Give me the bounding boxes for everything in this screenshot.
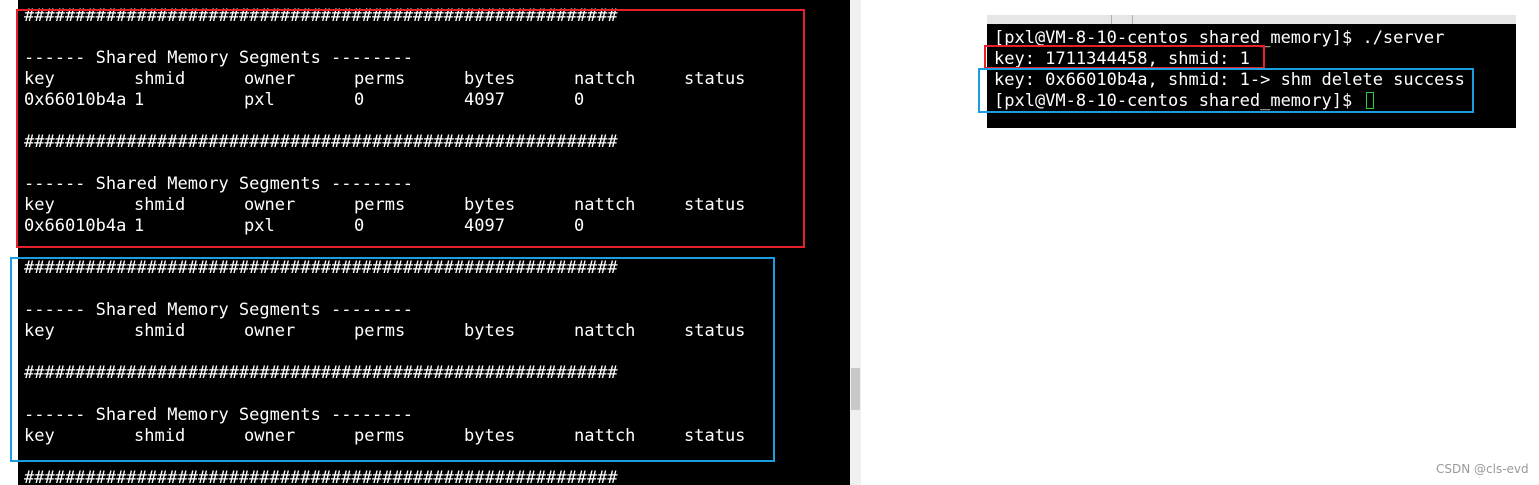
col-nattch: nattch — [574, 195, 636, 215]
segments-header: ------ Shared Memory Segments -------- — [24, 300, 413, 320]
cell-shmid: 1 — [134, 90, 145, 110]
col-perms: perms — [354, 426, 406, 446]
col-bytes: bytes — [464, 69, 516, 89]
col-perms: perms — [354, 195, 406, 215]
watermark-text: CSDN @cls-evd — [1436, 462, 1529, 476]
col-bytes: bytes — [464, 426, 516, 446]
cell-bytes: 4097 — [464, 90, 505, 110]
cell-shmid: 1 — [134, 216, 145, 236]
col-bytes: bytes — [464, 195, 516, 215]
vertical-scrollbar[interactable] — [850, 0, 861, 485]
col-owner: owner — [244, 69, 296, 89]
col-key: key — [24, 321, 55, 341]
cell-owner: pxl — [244, 90, 275, 110]
col-shmid: shmid — [134, 426, 186, 446]
separator-line: ########################################… — [24, 363, 618, 383]
highlight-box-blue — [978, 68, 1474, 113]
col-key: key — [24, 69, 55, 89]
col-shmid: shmid — [134, 321, 186, 341]
column-header-row: key shmid owner perms bytes nattch statu… — [24, 321, 745, 342]
col-status: status — [684, 321, 746, 341]
cell-nattch: 0 — [574, 90, 585, 110]
col-owner: owner — [244, 426, 296, 446]
left-terminal-output: ########################################… — [18, 0, 850, 485]
col-status: status — [684, 69, 746, 89]
prompt-line: [pxl@VM-8-10-centos shared_memory]$ ./se… — [994, 28, 1445, 48]
terminal-tab[interactable] — [1112, 15, 1133, 24]
cell-key: 0x66010b4a — [24, 216, 127, 236]
output-line: key: 1711344458, shmid: 1 — [994, 49, 1250, 69]
column-header-row: key shmid owner perms bytes nattch statu… — [24, 195, 745, 216]
col-nattch: nattch — [574, 69, 636, 89]
column-header-row: key shmid owner perms bytes nattch statu… — [24, 69, 745, 90]
separator-line: ########################################… — [24, 6, 618, 26]
highlight-box-red — [984, 45, 1265, 69]
col-owner: owner — [244, 321, 296, 341]
segments-header: ------ Shared Memory Segments -------- — [24, 48, 413, 68]
col-owner: owner — [244, 195, 296, 215]
segments-header: ------ Shared Memory Segments -------- — [24, 174, 413, 194]
col-perms: perms — [354, 69, 406, 89]
cell-perms: 0 — [354, 216, 365, 236]
col-shmid: shmid — [134, 195, 186, 215]
text-cursor — [1366, 92, 1375, 109]
segment-row: 0x66010b4a 1 pxl 0 4097 0 — [24, 216, 584, 237]
col-status: status — [684, 195, 746, 215]
cell-perms: 0 — [354, 90, 365, 110]
separator-line: ########################################… — [24, 258, 618, 278]
col-nattch: nattch — [574, 321, 636, 341]
col-bytes: bytes — [464, 321, 516, 341]
output-line: key: 0x66010b4a, shmid: 1-> shm delete s… — [994, 70, 1465, 90]
segments-header: ------ Shared Memory Segments -------- — [24, 405, 413, 425]
highlight-box-blue — [10, 257, 775, 462]
right-terminal-output[interactable]: [pxl@VM-8-10-centos shared_memory]$ ./se… — [987, 24, 1516, 128]
col-perms: perms — [354, 321, 406, 341]
col-nattch: nattch — [574, 426, 636, 446]
column-header-row: key shmid owner perms bytes nattch statu… — [24, 426, 745, 447]
terminal-tab-strip[interactable] — [987, 15, 1516, 24]
col-key: key — [24, 195, 55, 215]
cell-bytes: 4097 — [464, 216, 505, 236]
col-shmid: shmid — [134, 69, 186, 89]
highlight-box-red — [16, 9, 805, 248]
cell-nattch: 0 — [574, 216, 585, 236]
prompt-line: [pxl@VM-8-10-centos shared_memory]$ — [994, 91, 1375, 112]
scrollbar-thumb[interactable] — [851, 368, 860, 410]
separator-line: ########################################… — [24, 132, 618, 152]
col-status: status — [684, 426, 746, 446]
col-key: key — [24, 426, 55, 446]
segment-row: 0x66010b4a 1 pxl 0 4097 0 — [24, 90, 584, 111]
cell-owner: pxl — [244, 216, 275, 236]
terminal-tab[interactable] — [987, 15, 1112, 24]
separator-line: ########################################… — [24, 468, 618, 485]
cell-key: 0x66010b4a — [24, 90, 127, 110]
prompt-text: [pxl@VM-8-10-centos shared_memory]$ — [994, 91, 1363, 111]
